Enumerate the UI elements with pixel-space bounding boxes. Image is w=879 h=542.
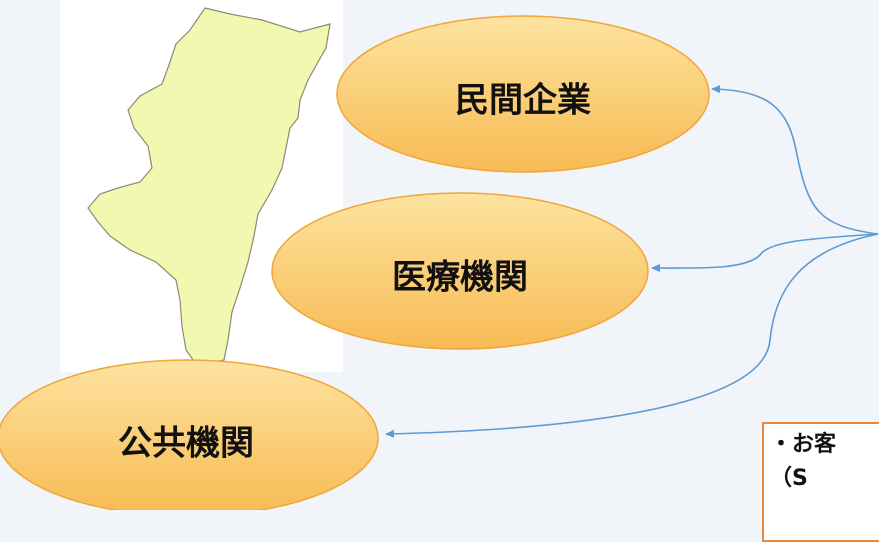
label-public-institution: 公共機関 [118,423,254,464]
label-private-company: 民間企業 [455,80,591,121]
note-box: ・お客 （S [762,422,879,542]
label-medical-institution: 医療機関 [392,257,528,298]
ellipse-public-institution [0,359,379,510]
ellipse-private-company [336,15,710,173]
diagram-svg [0,7,879,510]
arrow-to-public-institution [385,233,879,438]
arrow-to-private-company [711,85,879,235]
arrow-to-medical-institution [651,233,879,273]
prefecture-map-shape [87,7,331,365]
ellipse-medical-institution [271,192,649,350]
note-line-2: （S [770,466,808,491]
note-line-1: ・お客 [770,432,837,457]
